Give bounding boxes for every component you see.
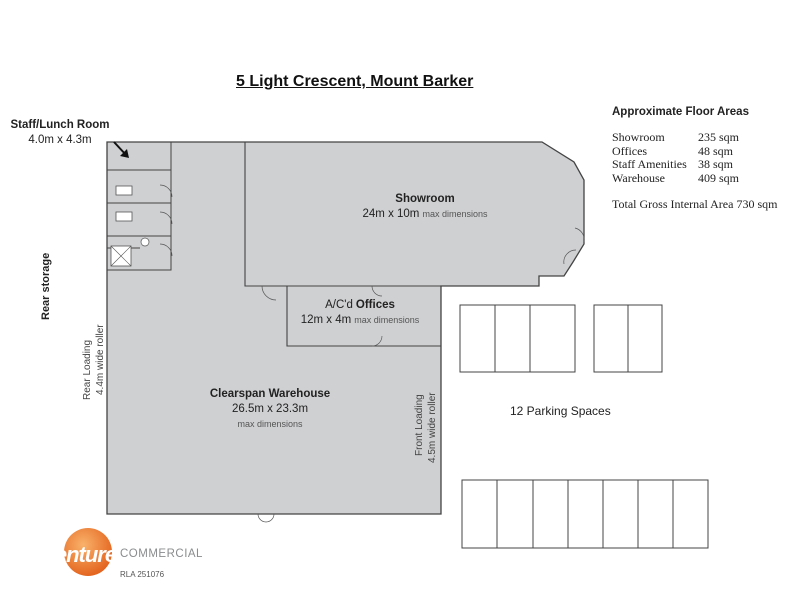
door-swing	[261, 285, 277, 301]
door-swing	[563, 249, 577, 265]
arrow-icon	[120, 149, 129, 158]
amenities-wall	[107, 142, 172, 271]
parking-group-3	[461, 479, 709, 549]
parking-group-2	[593, 304, 663, 373]
parking-group-1	[459, 304, 576, 373]
front-loading-label: Front Loading	[414, 394, 425, 456]
door-swing	[371, 335, 383, 347]
door-swing	[371, 285, 383, 297]
staff-room-label: Staff/Lunch Room 4.0m x 4.3m	[10, 119, 110, 146]
rear-roller-label: 4.4m wide roller	[95, 324, 106, 395]
plan-title: 5 Light Crescent, Mount Barker	[236, 73, 474, 90]
front-roller-label: 4.5m wide roller	[427, 392, 438, 463]
door-swing	[257, 513, 275, 523]
offices-label: A/C'd Offices 12m x 4m max dimensions	[300, 299, 420, 326]
door-swing	[159, 184, 173, 198]
logo-brand: Venture	[42, 542, 117, 567]
door-swing	[159, 243, 173, 257]
fixture-1	[115, 185, 133, 196]
rla-number: RLA 251076	[120, 570, 165, 579]
door-swing	[574, 227, 585, 243]
fixture-2	[115, 211, 133, 222]
door-swing	[159, 211, 173, 225]
logo-mark	[64, 528, 112, 576]
logo-commercial: COMMERCIAL	[120, 548, 203, 560]
areas-total: Total Gross Internal Area 730 sqm	[612, 197, 778, 211]
showroom-wall	[244, 142, 539, 287]
venture-commercial-logo: Venture COMMERCIAL RLA 251076	[38, 528, 202, 588]
building-floor	[106, 141, 585, 515]
parking-label: 12 Parking Spaces	[510, 404, 611, 418]
offices-wall	[286, 286, 441, 347]
warehouse-label: Clearspan Warehouse 26.5m x 23.3m max di…	[209, 388, 331, 429]
areas-heading: Approximate Floor Areas	[612, 106, 749, 118]
rear-storage-label: Rear storage	[40, 252, 52, 320]
rear-loading-label: Rear Loading	[82, 339, 93, 400]
showroom-label: Showroom 24m x 10m max dimensions	[362, 193, 488, 220]
